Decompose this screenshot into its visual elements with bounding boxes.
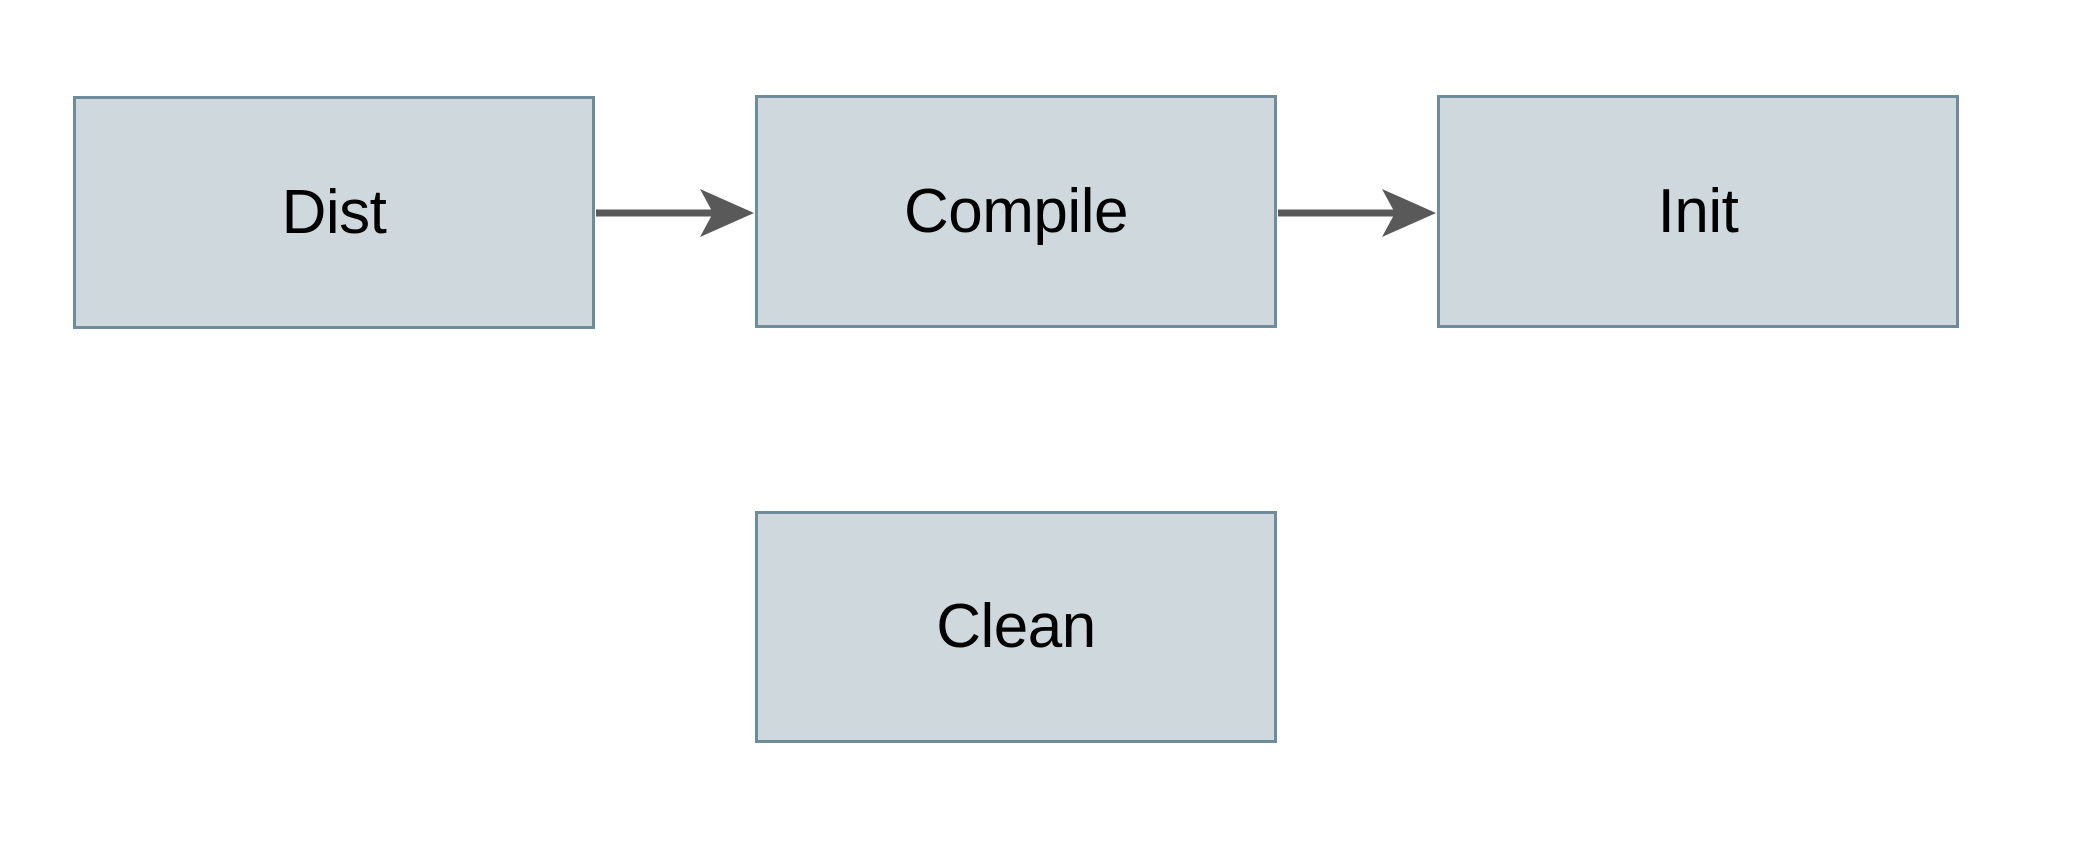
edge-dist-to-compile-arrowhead — [700, 189, 754, 237]
node-dist-label: Dist — [281, 177, 387, 247]
edge-compile-to-init[interactable] — [1278, 189, 1436, 237]
node-clean-label: Clean — [936, 592, 1096, 661]
node-compile-label: Compile — [904, 176, 1128, 246]
node-init-label: Init — [1657, 176, 1739, 246]
edge-dist-to-compile[interactable] — [596, 189, 754, 237]
node-clean[interactable]: Clean — [755, 511, 1277, 743]
node-init[interactable]: Init — [1437, 95, 1959, 328]
edge-compile-to-init-arrowhead — [1382, 189, 1436, 237]
node-dist[interactable]: Dist — [73, 96, 595, 329]
node-compile[interactable]: Compile — [755, 95, 1277, 328]
